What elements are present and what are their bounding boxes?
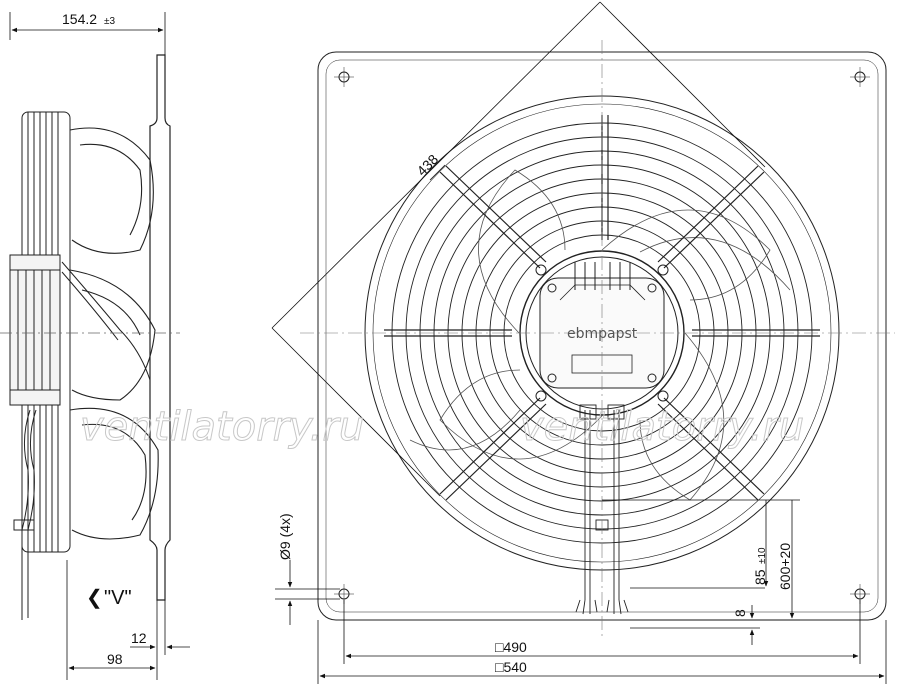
- guard-struts: [384, 115, 820, 501]
- dim-overall-depth-tol: ±3: [104, 16, 115, 27]
- dim-plate-outer: □540: [495, 659, 527, 675]
- view-arrow-icon: ❮: [86, 587, 103, 609]
- side-cable: [13, 409, 37, 620]
- hole-dimension: [275, 560, 340, 625]
- dim-hole-diameter: Ø9 (4x): [277, 513, 293, 560]
- dim-cable-offset: 85: [752, 569, 768, 585]
- dim-overall-depth: 154.2: [62, 11, 97, 27]
- cable-dimensions: [602, 499, 800, 645]
- side-view: [0, 54, 180, 620]
- dim-cable-spacing: 8: [732, 609, 748, 617]
- watermark: ventilatorry.ru: [80, 404, 364, 450]
- plate-dimensions: [317, 600, 887, 684]
- dim-flange-offset: 12: [131, 630, 147, 646]
- view-label: "V": [104, 587, 132, 609]
- dim-diagonal: 438: [413, 151, 441, 179]
- front-cables: [575, 404, 629, 615]
- side-blades: [69, 127, 159, 540]
- diagonal-dimension: [271, 1, 766, 497]
- dim-cable-offset-tol: ±10: [757, 547, 768, 564]
- front-view: [300, 40, 895, 640]
- dim-guard-depth: 98: [107, 651, 123, 667]
- watermark-2: ventilatorry.ru: [520, 404, 804, 450]
- side-dimensions: [9, 12, 190, 680]
- dim-cable-length: 600+20: [777, 543, 793, 590]
- side-terminal-box: [9, 254, 61, 406]
- dim-plate-inner: □490: [495, 639, 527, 655]
- fan-blades: [409, 169, 791, 501]
- brand-logo: ebmpapst: [567, 326, 638, 342]
